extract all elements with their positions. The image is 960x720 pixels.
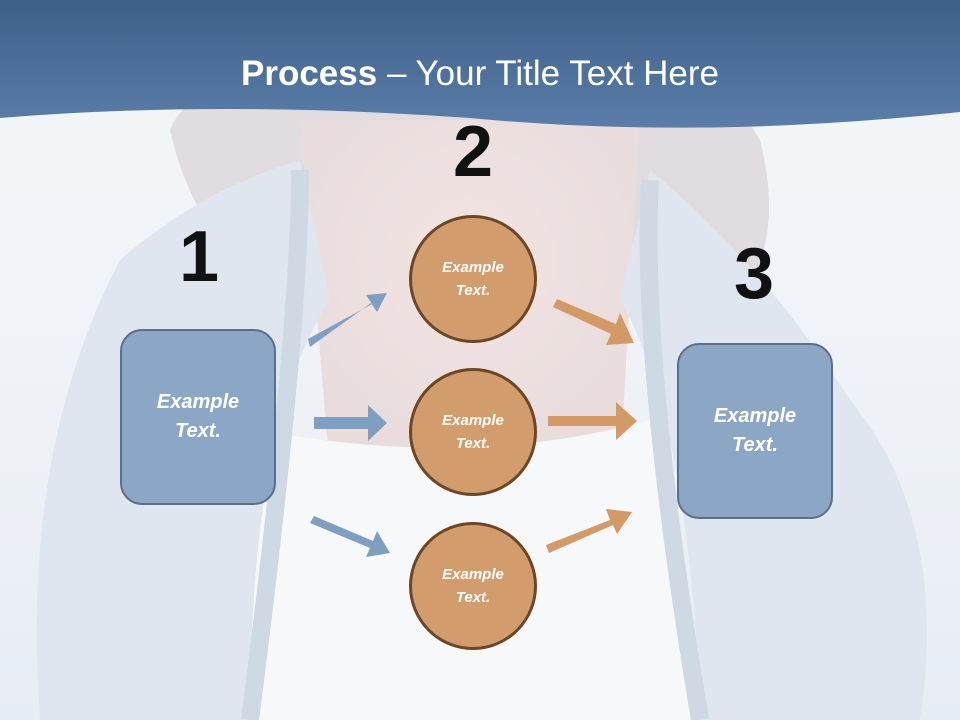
step-number-1: 1 [178,217,220,297]
step-number-2: 2 [452,112,494,192]
circle-top-text: Example Text. [442,259,504,299]
arrow-blue-up [308,293,387,347]
arrow-orange-right [548,402,637,440]
arrow-orange-up [546,509,632,553]
circle-middle-text: Example Text. [442,412,504,452]
circle-middle: Example Text. [409,368,537,496]
arrow-blue-down [310,516,390,557]
circle-top: Example Text. [409,215,537,343]
title-bold: Process [241,54,378,93]
left-box: Example Text. [120,329,276,505]
left-box-text: Example Text. [156,391,240,442]
right-box-text: Example Text. [713,405,797,456]
circle-bottom: Example Text. [409,522,537,650]
arrow-orange-down [553,299,634,345]
right-box: Example Text. [677,343,833,519]
step-number-3: 3 [733,234,775,314]
circle-bottom-text: Example Text. [442,566,504,606]
slide-title: Process – Your Title Text Here [0,52,960,96]
title-band [0,0,960,128]
arrow-blue-right [314,405,387,441]
title-rest: – Your Title Text Here [377,54,719,93]
